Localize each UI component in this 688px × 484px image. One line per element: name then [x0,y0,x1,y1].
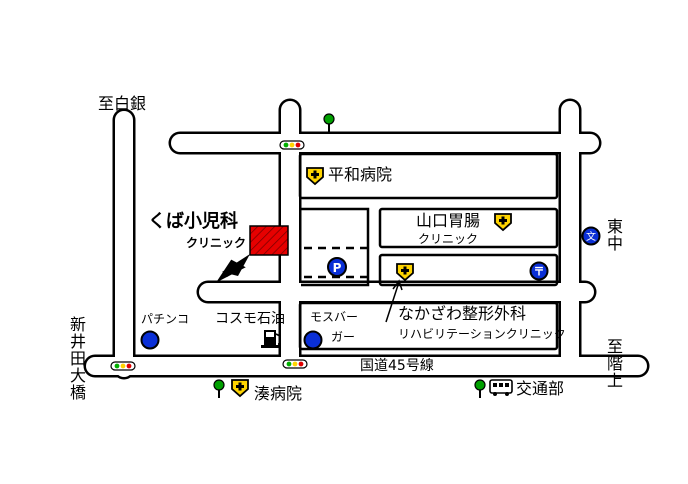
yamaguchi-clinic-name: 山口胃腸 [416,211,481,230]
higashi-naka-label: 東中 [604,218,623,252]
clinic-location-marker [249,225,289,256]
hospital-cross-icon [306,167,324,186]
parking-lot [304,246,368,279]
shin-idota-ohashi-label: 新井田大橋 [67,316,86,401]
post-office-icon-label: 〒 [534,265,545,278]
route45-label: 国道45号線 [360,358,434,374]
mos-burger-label-2: ガー [331,330,356,344]
kuba-clinic-sub: クリニック [186,236,247,250]
school-icon: 文 [581,226,601,246]
hospital-cross-icon [494,213,512,232]
mos-burger-marker [303,330,323,350]
parking-icon: P [327,257,347,277]
pachinko-label: パチンコ [141,312,190,326]
to-kaikami-label: 至階上 [604,338,623,389]
traffic-signal-icon [282,359,308,369]
nakazawa-clinic-sub: リハビリテーションクリニック [398,327,566,341]
gas-pump-icon [261,330,281,348]
tree-icon [323,113,335,132]
to-shirogane-label: 至白銀 [98,94,147,113]
yamaguchi-clinic-sub: クリニック [418,232,479,246]
traffic-signal-icon [279,140,305,150]
arrow-pointer-icon [385,279,403,323]
road-network [83,98,650,380]
nakazawa-clinic-name: なかざわ整形外科 [398,304,527,323]
school-icon-label: 文 [586,230,596,243]
arrow-pointer-icon [215,254,250,283]
city-blocks [298,152,559,351]
minato-hospital-label: 湊病院 [254,384,303,403]
tree-icon [474,379,486,398]
parking-icon-label: P [333,261,342,275]
hospital-cross-icon [396,263,414,282]
post-office-icon: 〒 [529,261,549,281]
bus-icon [489,379,513,396]
hospital-cross-icon [231,379,249,398]
mos-burger-label-1: モスバー [310,310,359,324]
heiwa-hospital-label: 平和病院 [328,165,393,184]
traffic-signal-icon [110,361,136,371]
tree-icon [213,379,225,398]
pachinko-marker [140,330,160,350]
cosmo-oil-label: コスモ石油 [215,311,285,327]
kuba-clinic-name: くば小児科 [148,211,238,232]
kotsubu-label: 交通部 [516,379,565,398]
